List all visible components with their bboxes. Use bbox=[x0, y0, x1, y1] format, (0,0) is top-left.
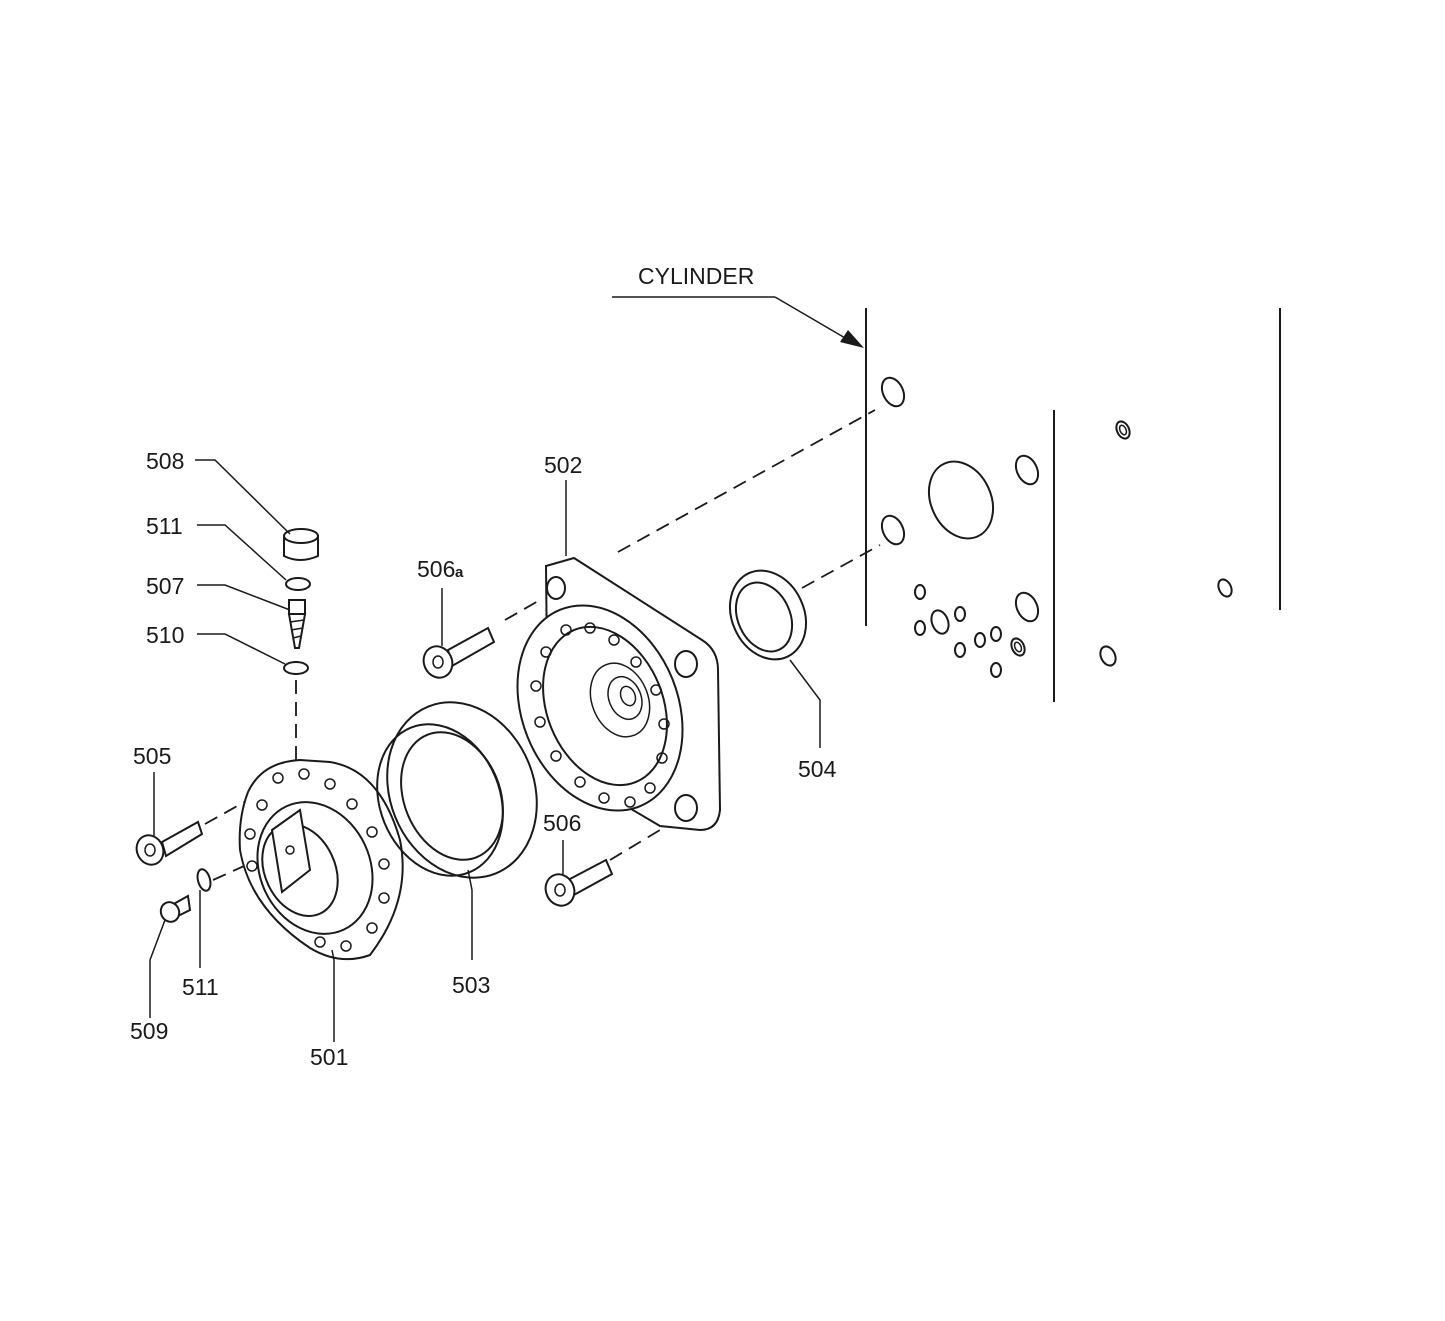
part-509-plug bbox=[159, 894, 192, 923]
part-507-screw bbox=[287, 599, 307, 649]
cylinder-face bbox=[865, 308, 1281, 702]
label-511-top: 511 bbox=[146, 513, 183, 539]
label-510: 510 bbox=[146, 622, 184, 648]
part-506-bolt bbox=[544, 858, 614, 907]
leader-lines bbox=[149, 459, 821, 1042]
label-511-bottom: 511 bbox=[182, 974, 219, 1000]
label-506a-suffix: a bbox=[455, 564, 464, 581]
arrowhead bbox=[840, 330, 864, 348]
part-506a-bolt bbox=[422, 626, 496, 679]
label-501: 501 bbox=[310, 1044, 348, 1070]
label-502: 502 bbox=[544, 452, 582, 478]
part-511-oring-top bbox=[285, 577, 311, 591]
part-504-ring bbox=[729, 569, 807, 661]
label-504: 504 bbox=[798, 756, 837, 782]
cylinder-label: CYLINDER bbox=[638, 263, 754, 289]
label-506a: 506 bbox=[417, 556, 455, 582]
part-labels: 508 511 507 510 505 511 509 501 503 502 … bbox=[130, 448, 837, 1070]
part-510-oring bbox=[283, 661, 309, 675]
part-508-cap bbox=[283, 528, 319, 561]
cylinder-callout: CYLINDER bbox=[612, 263, 864, 348]
label-503: 503 bbox=[452, 972, 490, 998]
label-508: 508 bbox=[146, 448, 184, 474]
part-502-housing bbox=[516, 556, 722, 832]
part-511-oring-bottom bbox=[196, 868, 212, 892]
label-509: 509 bbox=[130, 1018, 168, 1044]
part-501-cover bbox=[238, 758, 404, 961]
label-505: 505 bbox=[133, 743, 171, 769]
label-506: 506 bbox=[543, 810, 581, 836]
part-503-ring bbox=[376, 701, 538, 879]
label-507: 507 bbox=[146, 573, 184, 599]
part-505-bolt bbox=[135, 820, 204, 866]
